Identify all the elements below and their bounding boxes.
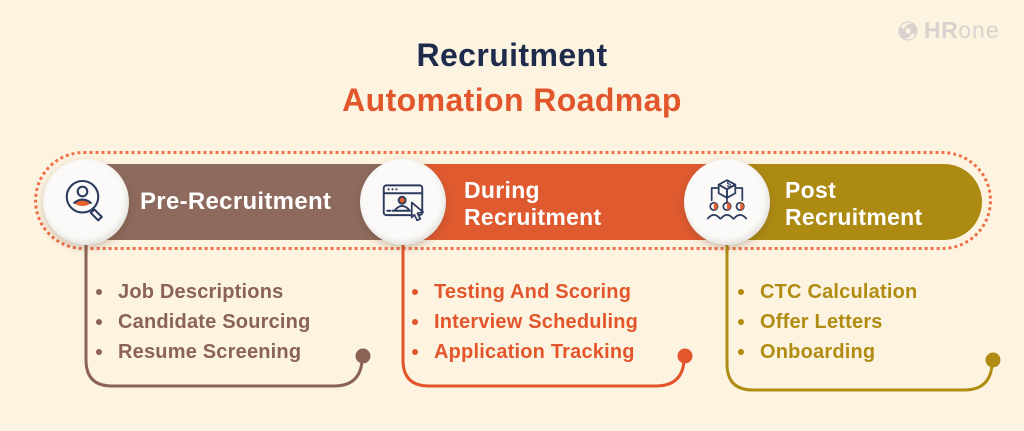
list-item: Job Descriptions	[96, 277, 311, 307]
list-item-label: Job Descriptions	[118, 280, 284, 303]
bullet-dot	[96, 349, 102, 355]
list-item-label: Offer Letters	[760, 310, 883, 333]
list-item-label: Onboarding	[760, 340, 876, 363]
logo-one-text: one	[958, 17, 1000, 43]
list-item: Resume Screening	[96, 337, 311, 367]
list-item: Interview Scheduling	[412, 307, 638, 337]
hrone-swirl-icon	[898, 21, 918, 40]
list-item-label: Interview Scheduling	[434, 310, 639, 333]
list-item: Application Tracking	[412, 337, 638, 367]
phase-label-post-recruitment: Post Recruitment	[785, 177, 923, 230]
node-during-recruitment	[360, 159, 446, 245]
title-line-1: Recruitment	[416, 37, 608, 73]
list-item: Onboarding	[738, 337, 917, 367]
node-post-recruitment: $	[684, 159, 770, 245]
phase-label-during-recruitment: During Recruitment	[464, 177, 602, 230]
pre-recruitment-item-list: Job Descriptions Candidate Sourcing Resu…	[96, 277, 311, 367]
list-item: CTC Calculation	[738, 277, 917, 307]
payroll-distribution-icon: $	[706, 179, 748, 220]
bullet-dot	[738, 289, 744, 295]
candidate-search-icon	[65, 179, 103, 222]
list-item-label: Testing And Scoring	[434, 280, 632, 303]
list-item: Offer Letters	[738, 307, 917, 337]
bullet-dot	[96, 319, 102, 325]
during-recruitment-item-list: Testing And Scoring Interview Scheduling…	[412, 277, 638, 367]
bullet-dot	[96, 289, 102, 295]
bullet-dot	[738, 319, 744, 325]
page-title: Recruitment Automation Roadmap	[0, 33, 1024, 123]
title-line-2: Automation Roadmap	[342, 82, 682, 118]
post-recruitment-item-list: CTC Calculation Offer Letters Onboarding	[738, 277, 917, 367]
list-item-label: Resume Screening	[118, 340, 302, 363]
logo-hr-text: HR	[924, 17, 959, 43]
bullet-dot	[738, 349, 744, 355]
list-item: Candidate Sourcing	[96, 307, 311, 337]
phase-label-pre-recruitment: Pre-Recruitment	[140, 188, 332, 215]
svg-text:$: $	[727, 180, 732, 189]
list-item-label: CTC Calculation	[760, 280, 918, 303]
bullet-dot	[412, 289, 418, 295]
node-pre-recruitment	[43, 159, 129, 245]
bullet-dot	[412, 319, 418, 325]
list-item-label: Application Tracking	[434, 340, 635, 363]
segment-during-recruitment	[403, 164, 727, 240]
online-application-icon	[382, 184, 424, 222]
list-item: Testing And Scoring	[412, 277, 638, 307]
list-item-label: Candidate Sourcing	[118, 310, 311, 333]
bullet-dot	[412, 349, 418, 355]
